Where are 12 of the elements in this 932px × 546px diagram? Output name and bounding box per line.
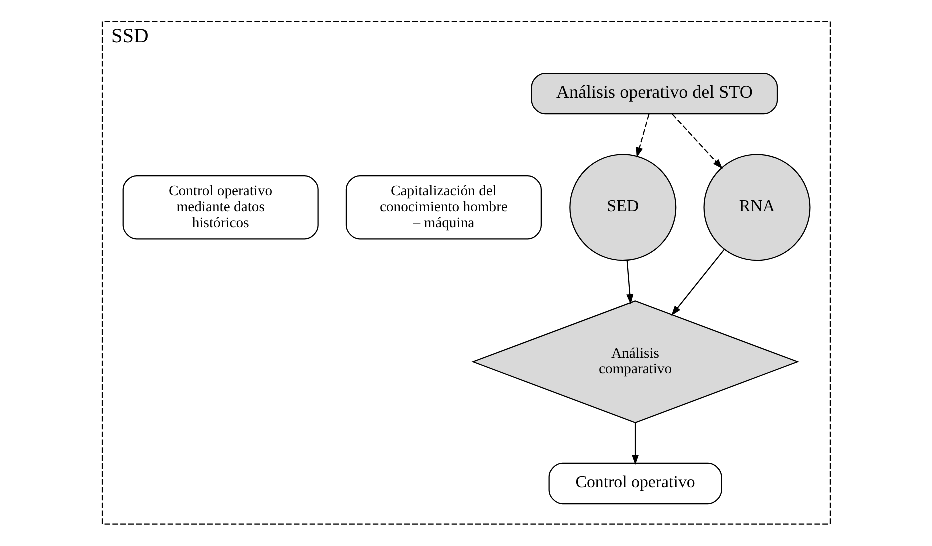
node-box: Control operativo mediante datos históricos: [122, 176, 318, 240]
node-box: Capitalización del conocimiento hombre – máquina: [345, 176, 542, 240]
node-circle: RNA: [703, 154, 810, 262]
arrow: [636, 114, 650, 158]
arrow: [626, 260, 634, 305]
arrow: [670, 249, 725, 316]
node-diamond: Análisis comparativo: [471, 300, 799, 424]
arrow: [631, 422, 639, 466]
node-box: Control operativo: [548, 462, 722, 505]
node-circle: SED: [569, 154, 676, 262]
node-box: Análisis operativo del STO: [530, 72, 778, 115]
arrow: [672, 114, 722, 170]
